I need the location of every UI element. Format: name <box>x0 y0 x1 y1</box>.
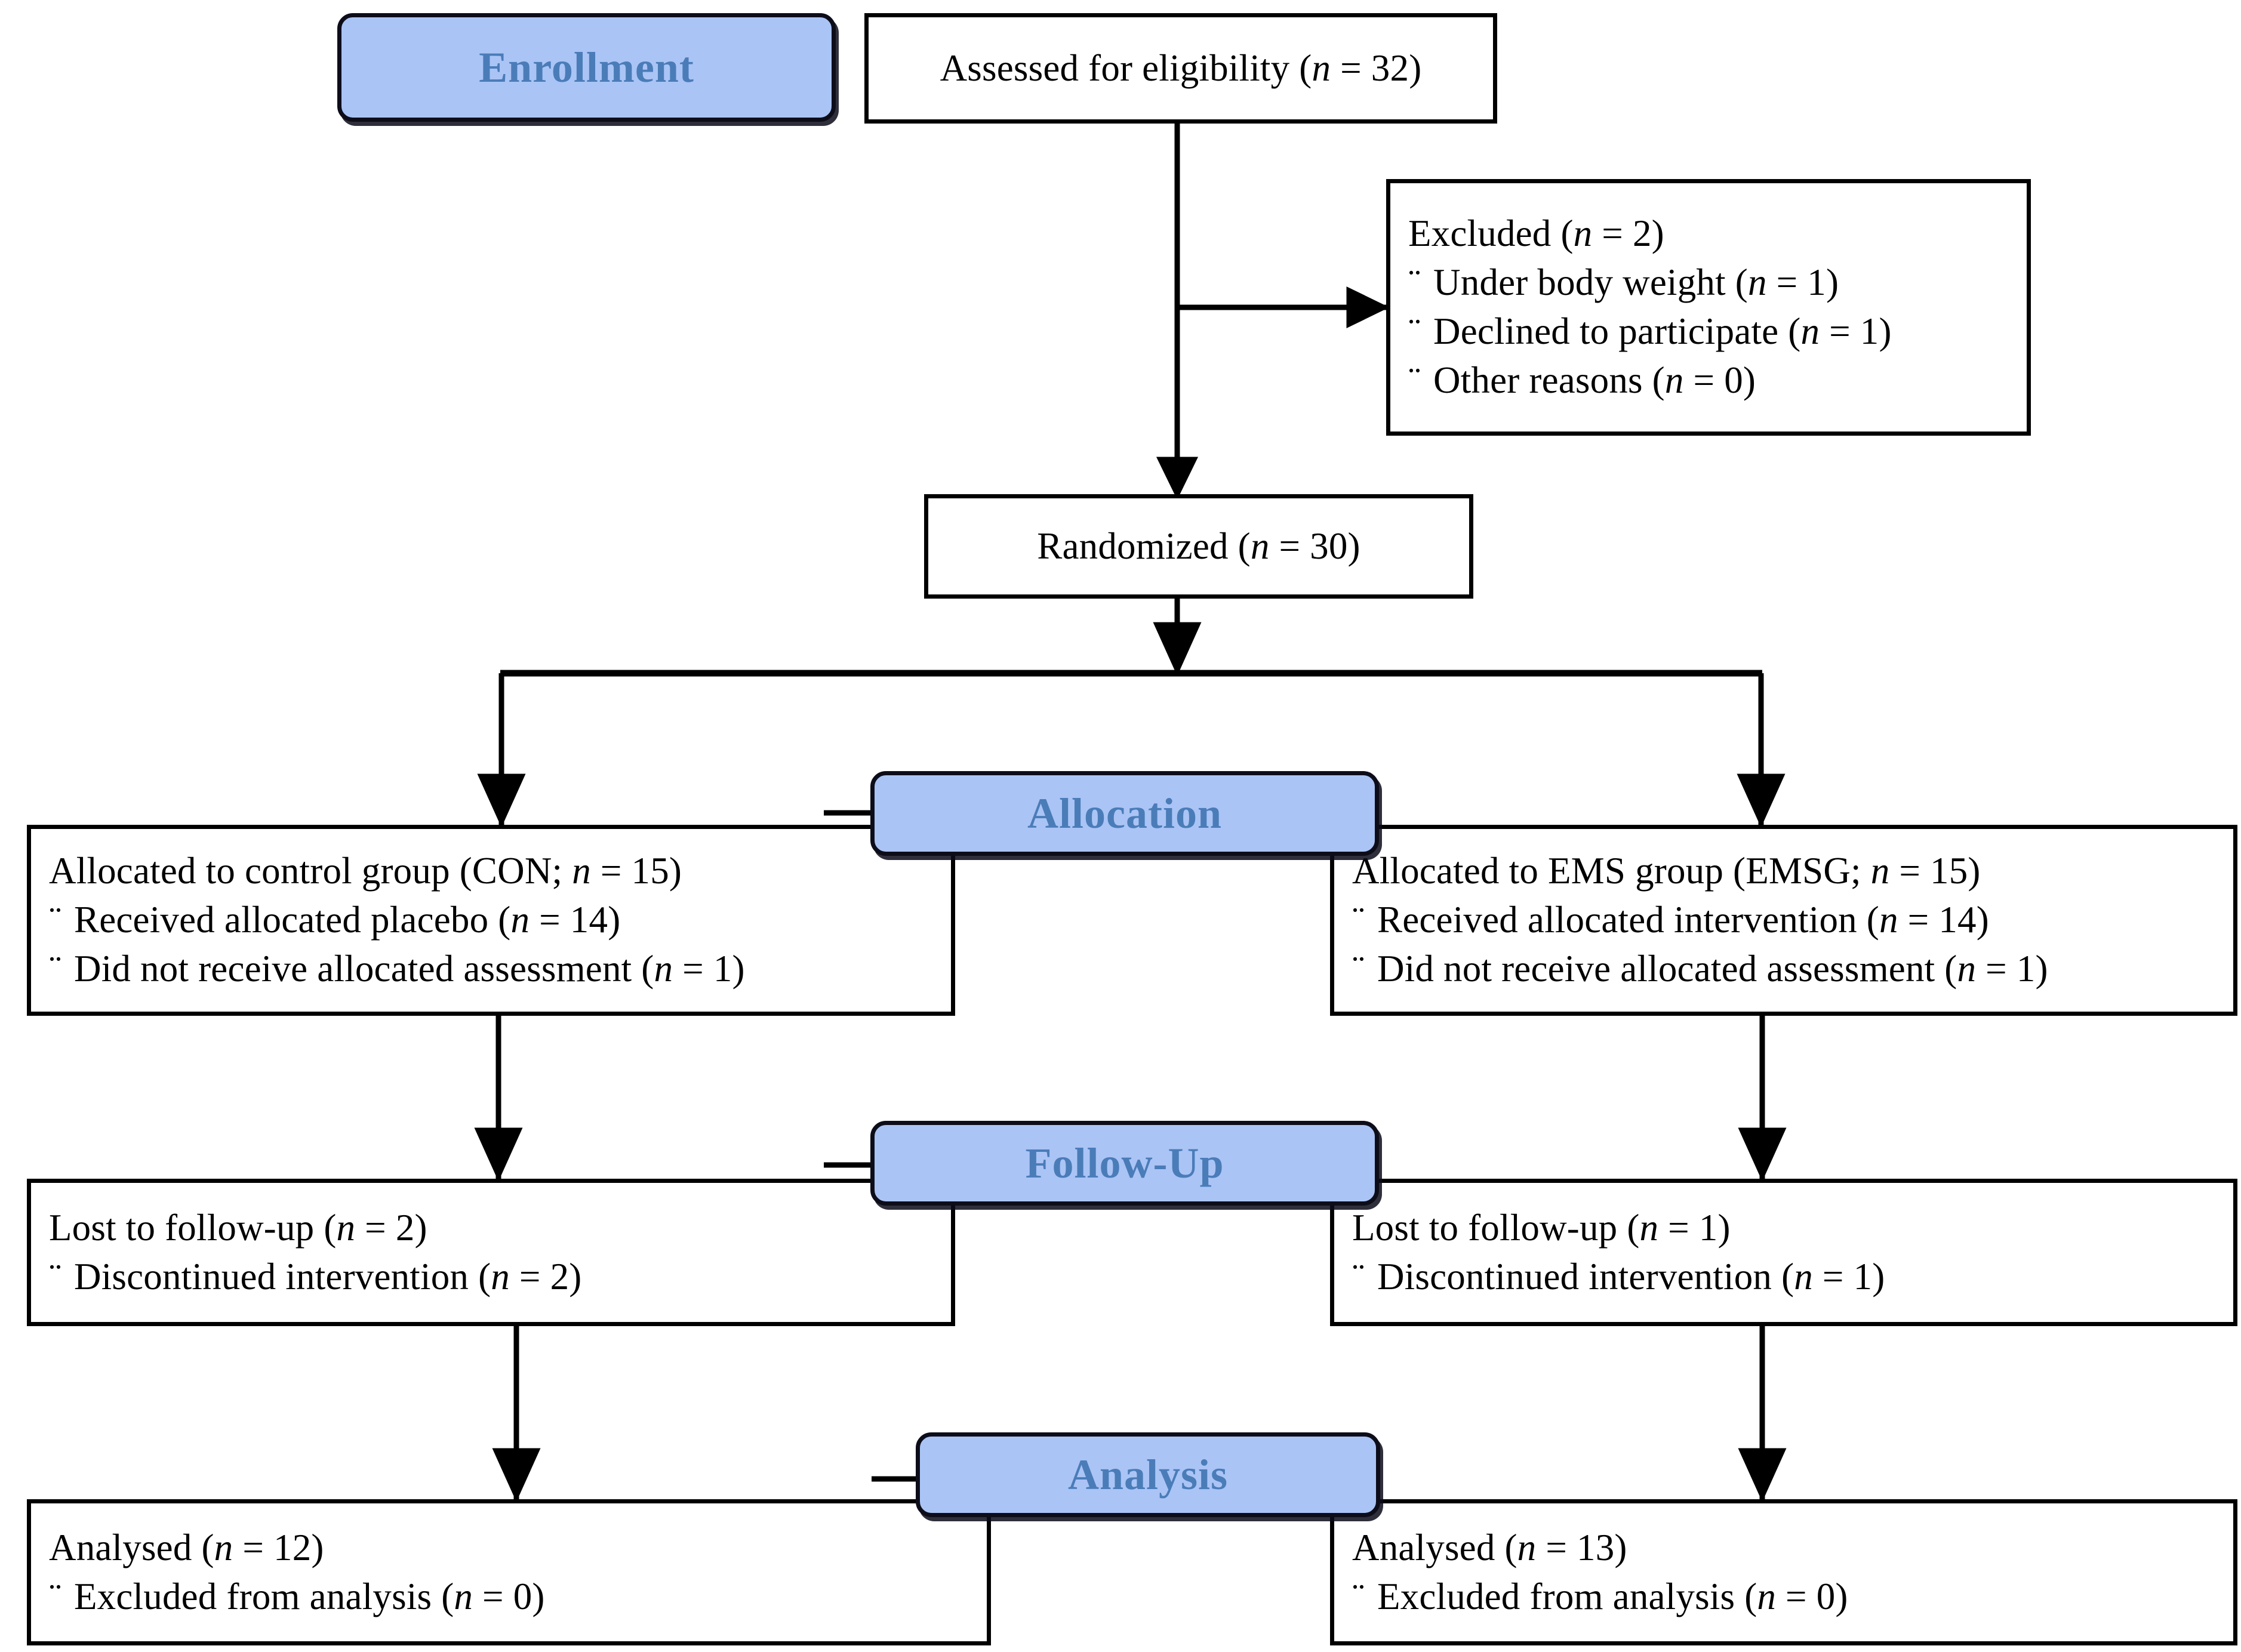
box-line-bullet: ¨ Excluded from analysis (n = 0) <box>49 1573 971 1622</box>
bullet-icon: ¨ <box>1352 1255 1365 1297</box>
box-line-bullet: ¨ Discontinued intervention (n = 1) <box>1352 1253 2218 1302</box>
stage-banner-enrollment-label: Enrollment <box>479 44 694 91</box>
box-lost-to-follow-up-control: Lost to follow-up (n = 2) ¨ Discontinued… <box>27 1179 955 1326</box>
box-assessed-for-eligibility: Assessed for eligibility (n = 32) <box>864 13 1497 124</box>
box-line-bullet: ¨ Received allocated placebo (n = 14) <box>49 896 935 945</box>
bullet-icon: ¨ <box>1408 359 1421 401</box>
box-line-bullet: ¨ Other reasons (n = 0) <box>1408 356 2011 405</box>
box-line: Randomized (n = 30) <box>1037 525 1360 567</box>
stage-banner-followup-label: Follow-Up <box>1025 1139 1224 1187</box>
box-excluded: Excluded (n = 2) ¨ Under body weight (n … <box>1386 179 2031 436</box>
box-line-bullet: ¨ Excluded from analysis (n = 0) <box>1352 1573 2218 1622</box>
box-line-bullet: ¨ Declined to participate (n = 1) <box>1408 307 2011 356</box>
bullet-icon: ¨ <box>49 899 62 941</box>
bullet-icon: ¨ <box>1352 899 1365 941</box>
bullet-icon: ¨ <box>1352 947 1365 990</box>
box-lost-to-follow-up-ems: Lost to follow-up (n = 1) ¨ Discontinued… <box>1330 1179 2237 1326</box>
stage-banner-followup: Follow-Up <box>870 1121 1379 1206</box>
bullet-icon: ¨ <box>1352 1575 1365 1617</box>
box-line: Excluded (n = 2) <box>1408 212 1664 255</box>
stage-banner-analysis-label: Analysis <box>1067 1451 1229 1499</box>
box-allocated-control-group: Allocated to control group (CON; n = 15)… <box>27 825 955 1016</box>
stage-banner-allocation-label: Allocation <box>1027 790 1222 837</box>
box-line-bullet: ¨ Discontinued intervention (n = 2) <box>49 1253 935 1302</box>
box-line: Analysed (n = 13) <box>1352 1526 1627 1568</box>
stage-banner-analysis: Analysis <box>916 1432 1380 1517</box>
stage-banner-allocation: Allocation <box>870 771 1379 856</box>
bullet-icon: ¨ <box>1408 310 1421 352</box>
box-analysed-ems: Analysed (n = 13) ¨ Excluded from analys… <box>1330 1499 2237 1645</box>
bullet-icon: ¨ <box>49 1575 62 1617</box>
box-line-bullet: ¨ Under body weight (n = 1) <box>1408 258 2011 307</box>
bullet-icon: ¨ <box>49 947 62 990</box>
box-line: Allocated to control group (CON; n = 15) <box>49 850 682 892</box>
box-allocated-ems-group: Allocated to EMS group (EMSG; n = 15) ¨ … <box>1330 825 2237 1016</box>
box-line: Assessed for eligibility (n = 32) <box>940 47 1422 89</box>
box-randomized: Randomized (n = 30) <box>924 494 1473 599</box>
box-analysed-control: Analysed (n = 12) ¨ Excluded from analys… <box>27 1499 991 1645</box>
box-line: Allocated to EMS group (EMSG; n = 15) <box>1352 850 1981 892</box>
box-line: Lost to follow-up (n = 2) <box>49 1206 427 1249</box>
bullet-icon: ¨ <box>1408 261 1421 304</box>
box-line-bullet: ¨ Did not receive allocated assessment (… <box>1352 945 2218 994</box>
box-line: Analysed (n = 12) <box>49 1526 324 1568</box>
stage-banner-enrollment: Enrollment <box>337 13 836 122</box>
box-line-bullet: ¨ Did not receive allocated assessment (… <box>49 945 935 994</box>
bullet-icon: ¨ <box>49 1255 62 1297</box>
box-line-bullet: ¨ Received allocated intervention (n = 1… <box>1352 896 2218 945</box>
box-line: Lost to follow-up (n = 1) <box>1352 1206 1731 1249</box>
